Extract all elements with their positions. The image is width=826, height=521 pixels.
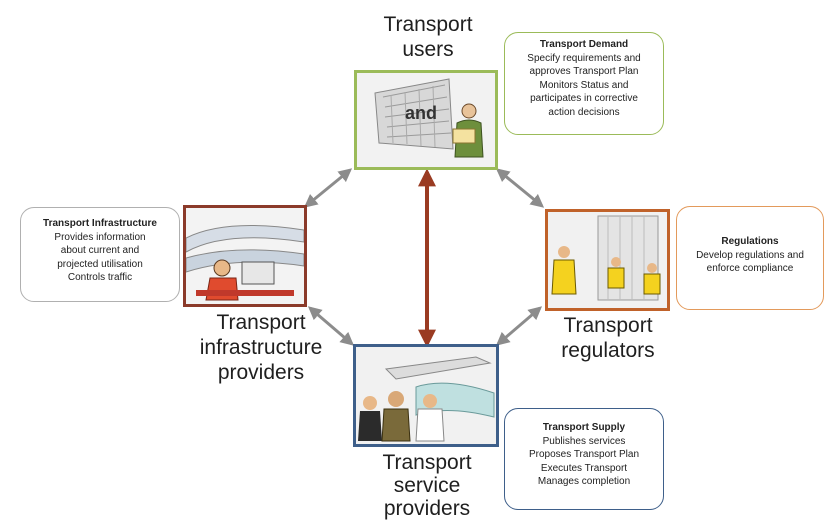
service-label-line: service: [393, 474, 461, 497]
infrastructure-label: Transport infrastructure providers: [186, 310, 336, 385]
supply-callout: Transport Supply Publishes services Prop…: [504, 408, 664, 510]
infrastructure-label-line: Transport: [216, 311, 306, 334]
supply-callout-line: Manages completion: [537, 476, 631, 487]
infrastructure-label-line: providers: [217, 361, 305, 384]
supply-callout-title: Transport Supply: [542, 422, 626, 433]
users-label-line: Transport: [383, 13, 473, 36]
service-label: Transport service providers: [357, 451, 497, 520]
infrastructure-callout-line: projected utilisation: [57, 258, 143, 270]
demand-sign-text: and: [405, 103, 437, 123]
supply-callout-line: Executes Transport: [540, 462, 628, 474]
users-photo: and: [354, 70, 498, 170]
regulators-label-line: regulators: [561, 339, 655, 362]
demand-callout-line: Monitors Status and: [539, 79, 629, 91]
regulations-callout-line: enforce compliance: [706, 263, 794, 274]
regulations-callout: Regulations Develop regulations and enfo…: [676, 206, 824, 310]
infrastructure-callout-title: Transport Infrastructure: [43, 218, 157, 229]
demand-callout-line: participates in corrective: [530, 93, 638, 104]
demand-callout: Transport Demand Specify requirements an…: [504, 32, 664, 135]
infrastructure-illustration: [186, 208, 304, 304]
regulations-callout-line: Develop regulations and: [696, 249, 804, 261]
users-label-line: users: [402, 38, 454, 61]
infrastructure-photo: [183, 205, 307, 307]
service-photo: [353, 344, 499, 447]
demand-callout-line: Specify requirements and: [527, 52, 641, 64]
demand-callout-title: Transport Demand: [539, 39, 629, 50]
infrastructure-callout-line: Controls traffic: [67, 272, 133, 283]
demand-callout-line: action decisions: [548, 106, 620, 118]
arrow-users-regulators: [495, 168, 545, 208]
infrastructure-callout: Transport Infrastructure Provides inform…: [20, 207, 180, 302]
service-label-line: providers: [383, 497, 471, 520]
regulators-illustration: [548, 212, 667, 308]
supply-callout-line: Proposes Transport Plan: [528, 449, 640, 460]
regulators-photo: [545, 209, 670, 311]
service-illustration: [356, 347, 496, 444]
arrow-regulators-service: [495, 306, 543, 346]
arrow-infrastructure-service: [307, 306, 355, 346]
arrow-users-infrastructure: [303, 168, 353, 208]
users-label: Transport users: [358, 12, 498, 62]
demand-callout-line: approves Transport Plan: [529, 66, 639, 77]
regulators-label: Transport regulators: [541, 313, 675, 363]
users-illustration: and: [357, 73, 495, 167]
infrastructure-callout-line: Provides information: [54, 231, 146, 243]
supply-callout-line: Publishes services: [542, 435, 626, 447]
regulators-label-line: Transport: [563, 314, 653, 337]
service-label-line: Transport: [382, 451, 472, 474]
infrastructure-label-line: infrastructure: [199, 336, 323, 359]
regulations-callout-title: Regulations: [721, 236, 779, 247]
infrastructure-callout-line: about current and: [60, 245, 140, 256]
